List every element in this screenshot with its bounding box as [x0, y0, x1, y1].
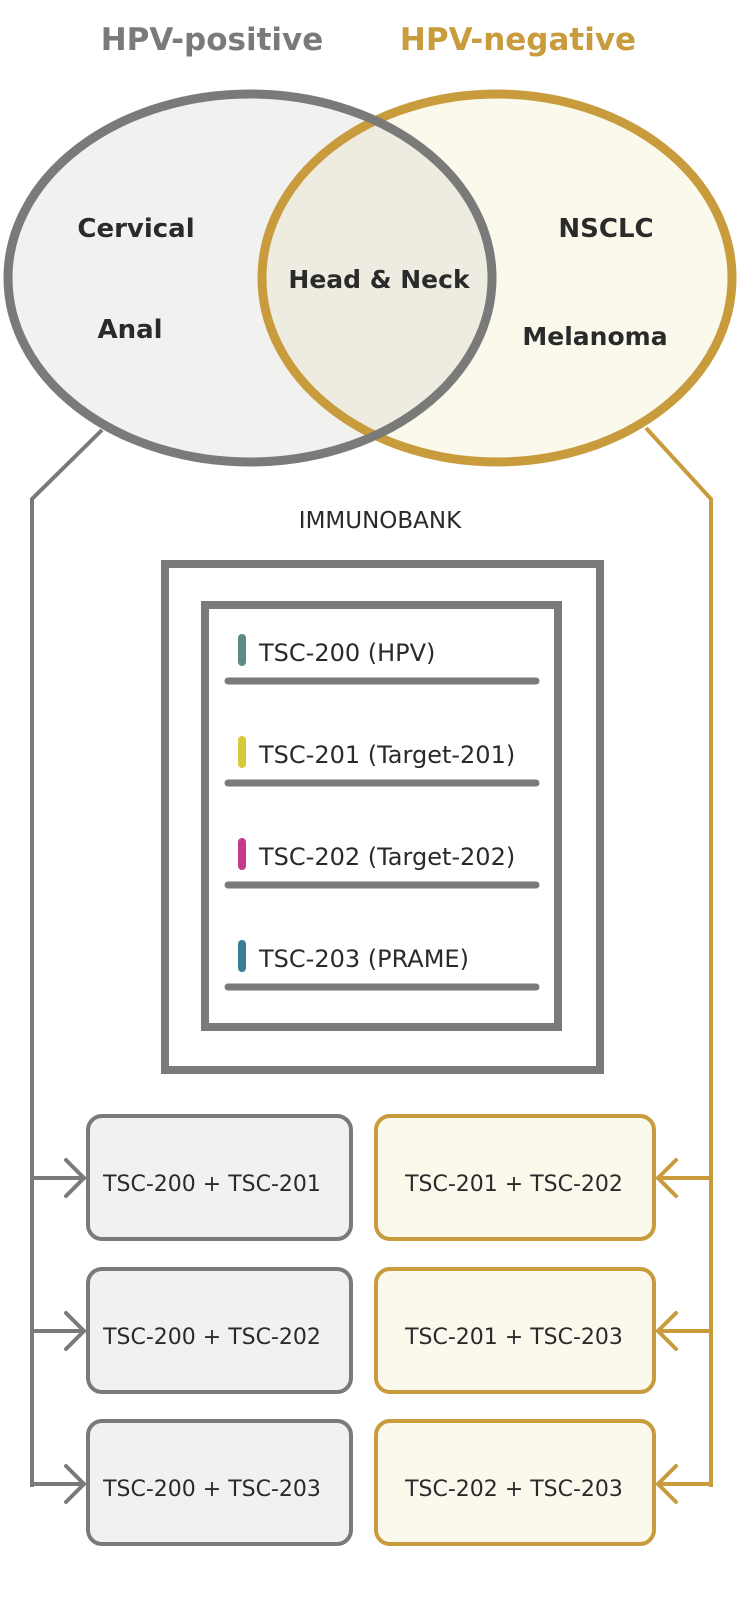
combo-box-left [86, 1114, 353, 1241]
immunobank-entry: TSC-200 (HPV) [224, 634, 540, 685]
venn-label-cervical: Cervical [77, 214, 194, 244]
hpv-negative-title: HPV-negative [400, 22, 636, 58]
right-combo-boxes: TSC-201 + TSC-202 TSC-201 + TSC-203 TSC-… [374, 1114, 656, 1546]
left-arrow-icon [30, 1311, 86, 1351]
hpv-positive-title: HPV-positive [101, 22, 324, 58]
combo-label-left: TSC-200 + TSC-202 [102, 1325, 321, 1350]
combo-label-right: TSC-202 + TSC-203 [404, 1477, 623, 1502]
venn-label-head-neck: Head & Neck [288, 265, 471, 294]
right-arrow-icon [656, 1311, 713, 1351]
left-connector-line [30, 428, 104, 1487]
left-combo-boxes: TSC-200 + TSC-201 TSC-200 + TSC-202 TSC-… [86, 1114, 353, 1546]
immunobank-outer-frame [161, 560, 604, 1074]
entry-label: TSC-200 (HPV) [258, 639, 435, 667]
combo-label-left: TSC-200 + TSC-203 [102, 1477, 321, 1502]
combo-box-right [374, 1419, 656, 1546]
combo-label-right: TSC-201 + TSC-202 [404, 1172, 623, 1197]
combo-box-left [86, 1419, 353, 1546]
immunobank-entry: TSC-202 (Target-202) [224, 838, 540, 889]
combo-box-right [374, 1267, 656, 1394]
entry-color-marker [238, 838, 246, 870]
left-arrows [30, 1158, 86, 1504]
combo-box-left [86, 1267, 353, 1394]
right-arrow-icon [656, 1464, 713, 1504]
hpv-negative-circle-outline [257, 89, 737, 467]
entry-label: TSC-203 (PRAME) [258, 945, 469, 973]
immunobank-inner-frame [201, 601, 562, 1031]
immunobank-entry: TSC-201 (Target-201) [224, 736, 540, 787]
combo-label-left: TSC-200 + TSC-201 [102, 1172, 321, 1197]
immunobank-entry: TSC-203 (PRAME) [224, 940, 540, 991]
venn-label-nsclc: NSCLC [558, 214, 653, 244]
venn-label-melanoma: Melanoma [522, 322, 667, 351]
entry-color-marker [238, 634, 246, 666]
venn-label-anal: Anal [97, 315, 162, 345]
entry-color-marker [238, 940, 246, 972]
right-connector-line [644, 426, 713, 1487]
left-arrow-icon [30, 1464, 86, 1504]
hpv-positive-circle-outline [3, 89, 497, 467]
left-arrow-icon [30, 1158, 86, 1198]
entry-label: TSC-201 (Target-201) [258, 741, 515, 769]
right-arrow-icon [656, 1158, 713, 1198]
immunobank-entries: TSC-200 (HPV) TSC-201 (Target-201) TSC-2… [224, 634, 540, 991]
combo-label-right: TSC-201 + TSC-203 [404, 1325, 623, 1350]
right-arrows [656, 1158, 713, 1504]
entry-label: TSC-202 (Target-202) [258, 843, 515, 871]
immunobank-label: IMMUNOBANK [299, 508, 462, 534]
venn-overlap-fill [262, 94, 492, 462]
entry-color-marker [238, 736, 246, 768]
combo-box-right [374, 1114, 656, 1241]
